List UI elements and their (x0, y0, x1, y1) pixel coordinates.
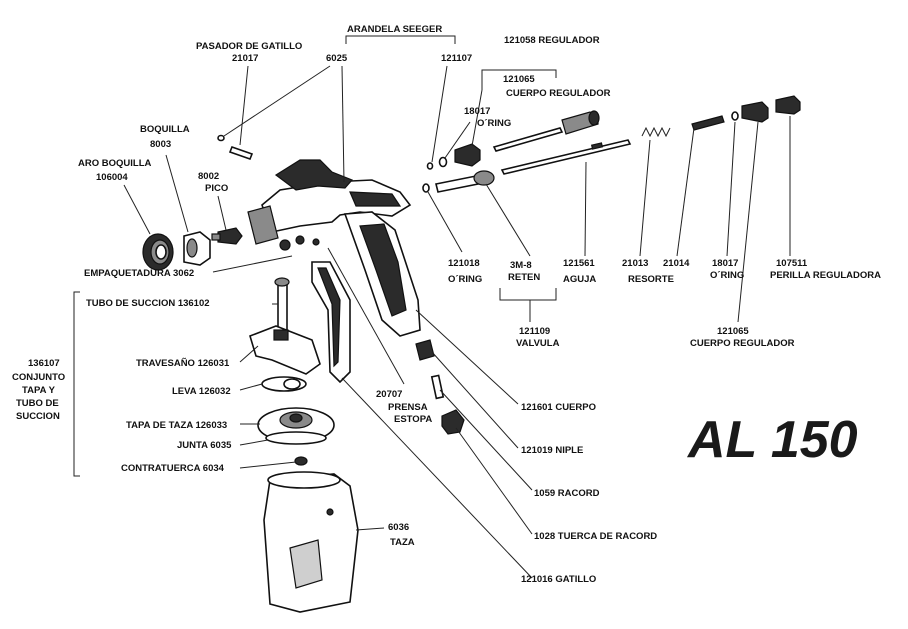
perilla (775, 95, 801, 115)
label-reten-code: 3M-8 (510, 260, 532, 271)
label-leva: LEVA 126032 (172, 386, 231, 397)
cuerpo-regulador-nut (454, 143, 481, 167)
label-pasador-code: 21017 (232, 53, 258, 64)
label-seeger-121107: 121107 (441, 53, 472, 64)
label-travesano: TRAVESAÑO 126031 (136, 358, 230, 369)
label-junta: JUNTA 6035 (177, 440, 232, 451)
label-aguja-name: AGUJA (563, 274, 596, 285)
label-regulador: 121058 REGULADOR (504, 35, 600, 46)
label-resorte-name: RESORTE (628, 274, 674, 285)
taza (263, 471, 359, 613)
label-cuerpo: 121601 CUERPO (521, 402, 596, 413)
label-oring-right-code: 18017 (712, 258, 738, 269)
label-boquilla-code: 8003 (150, 139, 171, 150)
label-perilla-name: PERILLA REGULADORA (770, 270, 881, 281)
label-aro-boquilla-name: ARO BOQUILLA (78, 158, 151, 169)
oring-right (731, 111, 739, 121)
label-niple: 121019 NIPLE (521, 445, 583, 456)
label-boquilla-name: BOQUILLA (140, 124, 190, 135)
label-conjunto-l3: TUBO DE (16, 398, 59, 409)
aro-boquilla (142, 233, 174, 271)
racord (430, 374, 445, 400)
pico (211, 227, 243, 245)
label-empaquetadura: EMPAQUETADURA 3062 (84, 268, 194, 279)
label-prensa-l1: PRENSA (388, 402, 428, 413)
label-valvula-name: VALVULA (516, 338, 560, 349)
label-reten-name: RETEN (508, 272, 540, 283)
resorte-21014 (691, 115, 725, 131)
label-valvula-code: 121109 (519, 326, 550, 337)
label-oring-mid-name: O´RING (448, 274, 482, 285)
label-taza-code: 6036 (388, 522, 409, 533)
resorte (641, 126, 671, 138)
label-oring-top-code: 18017 (464, 106, 490, 117)
tuerca-racord (441, 409, 465, 435)
label-oring-top-name: O´RING (477, 118, 511, 129)
trigger (311, 261, 351, 384)
label-arandela-seeger: ARANDELA SEEGER (347, 24, 442, 35)
label-oring-right-name: O´RING (710, 270, 744, 281)
label-aro-boquilla-code: 106004 (96, 172, 128, 183)
valvula-piston (435, 170, 495, 193)
label-tuerca-racord: 1028 TUERCA DE RACORD (534, 531, 657, 542)
model-title: AL 150 (686, 411, 858, 469)
label-pico-name: PICO (205, 183, 228, 194)
boquilla (183, 231, 211, 266)
label-21014: 21014 (663, 258, 690, 269)
label-pasador-title: PASADOR DE GATILLO (196, 41, 302, 52)
label-resorte-code: 21013 (622, 258, 648, 269)
pasador-pin (217, 134, 254, 161)
label-racord: 1059 RACORD (534, 488, 600, 499)
gun-body (247, 159, 421, 337)
label-conjunto-l1: CONJUNTO (12, 372, 65, 383)
label-contratuerca: CONTRATUERCA 6034 (121, 463, 225, 474)
label-conjunto-code: 136107 (28, 358, 60, 369)
label-cuerpo-regulador-right-name: CUERPO REGULADOR (690, 338, 795, 349)
label-prensa-l2: ESTOPA (394, 414, 432, 425)
label-taza-name: TAZA (390, 537, 415, 548)
niple (415, 339, 435, 361)
label-tubo-succion: TUBO DE SUCCION 136102 (86, 298, 210, 309)
regulador-rod (492, 110, 600, 152)
label-pico-code: 8002 (198, 171, 219, 182)
label-cuerpo-regulador-top-code: 121065 (503, 74, 535, 85)
cuerpo-regulador-right (741, 101, 769, 123)
label-aguja-code: 121561 (563, 258, 595, 269)
label-gatillo: 121016 GATILLO (521, 574, 596, 585)
tapa-de-taza (257, 407, 335, 445)
leader-lines (73, 35, 791, 579)
label-conjunto-l4: SUCCION (16, 411, 60, 422)
label-cuerpo-regulador-right-code: 121065 (717, 326, 749, 337)
label-cuerpo-regulador-top-name: CUERPO REGULADOR (506, 88, 611, 99)
label-seeger-6025: 6025 (326, 53, 348, 64)
label-perilla-code: 107511 (776, 258, 808, 269)
suction-tube-assembly (249, 277, 321, 392)
label-oring-mid-code: 121018 (448, 258, 480, 269)
label-tapa-taza: TAPA DE TAZA 126033 (126, 420, 227, 431)
aguja (500, 139, 632, 175)
label-conjunto-l2: TAPA Y (22, 385, 56, 396)
small-washers (422, 156, 448, 193)
label-prensa-code: 20707 (376, 389, 402, 400)
contratuerca (294, 456, 308, 466)
